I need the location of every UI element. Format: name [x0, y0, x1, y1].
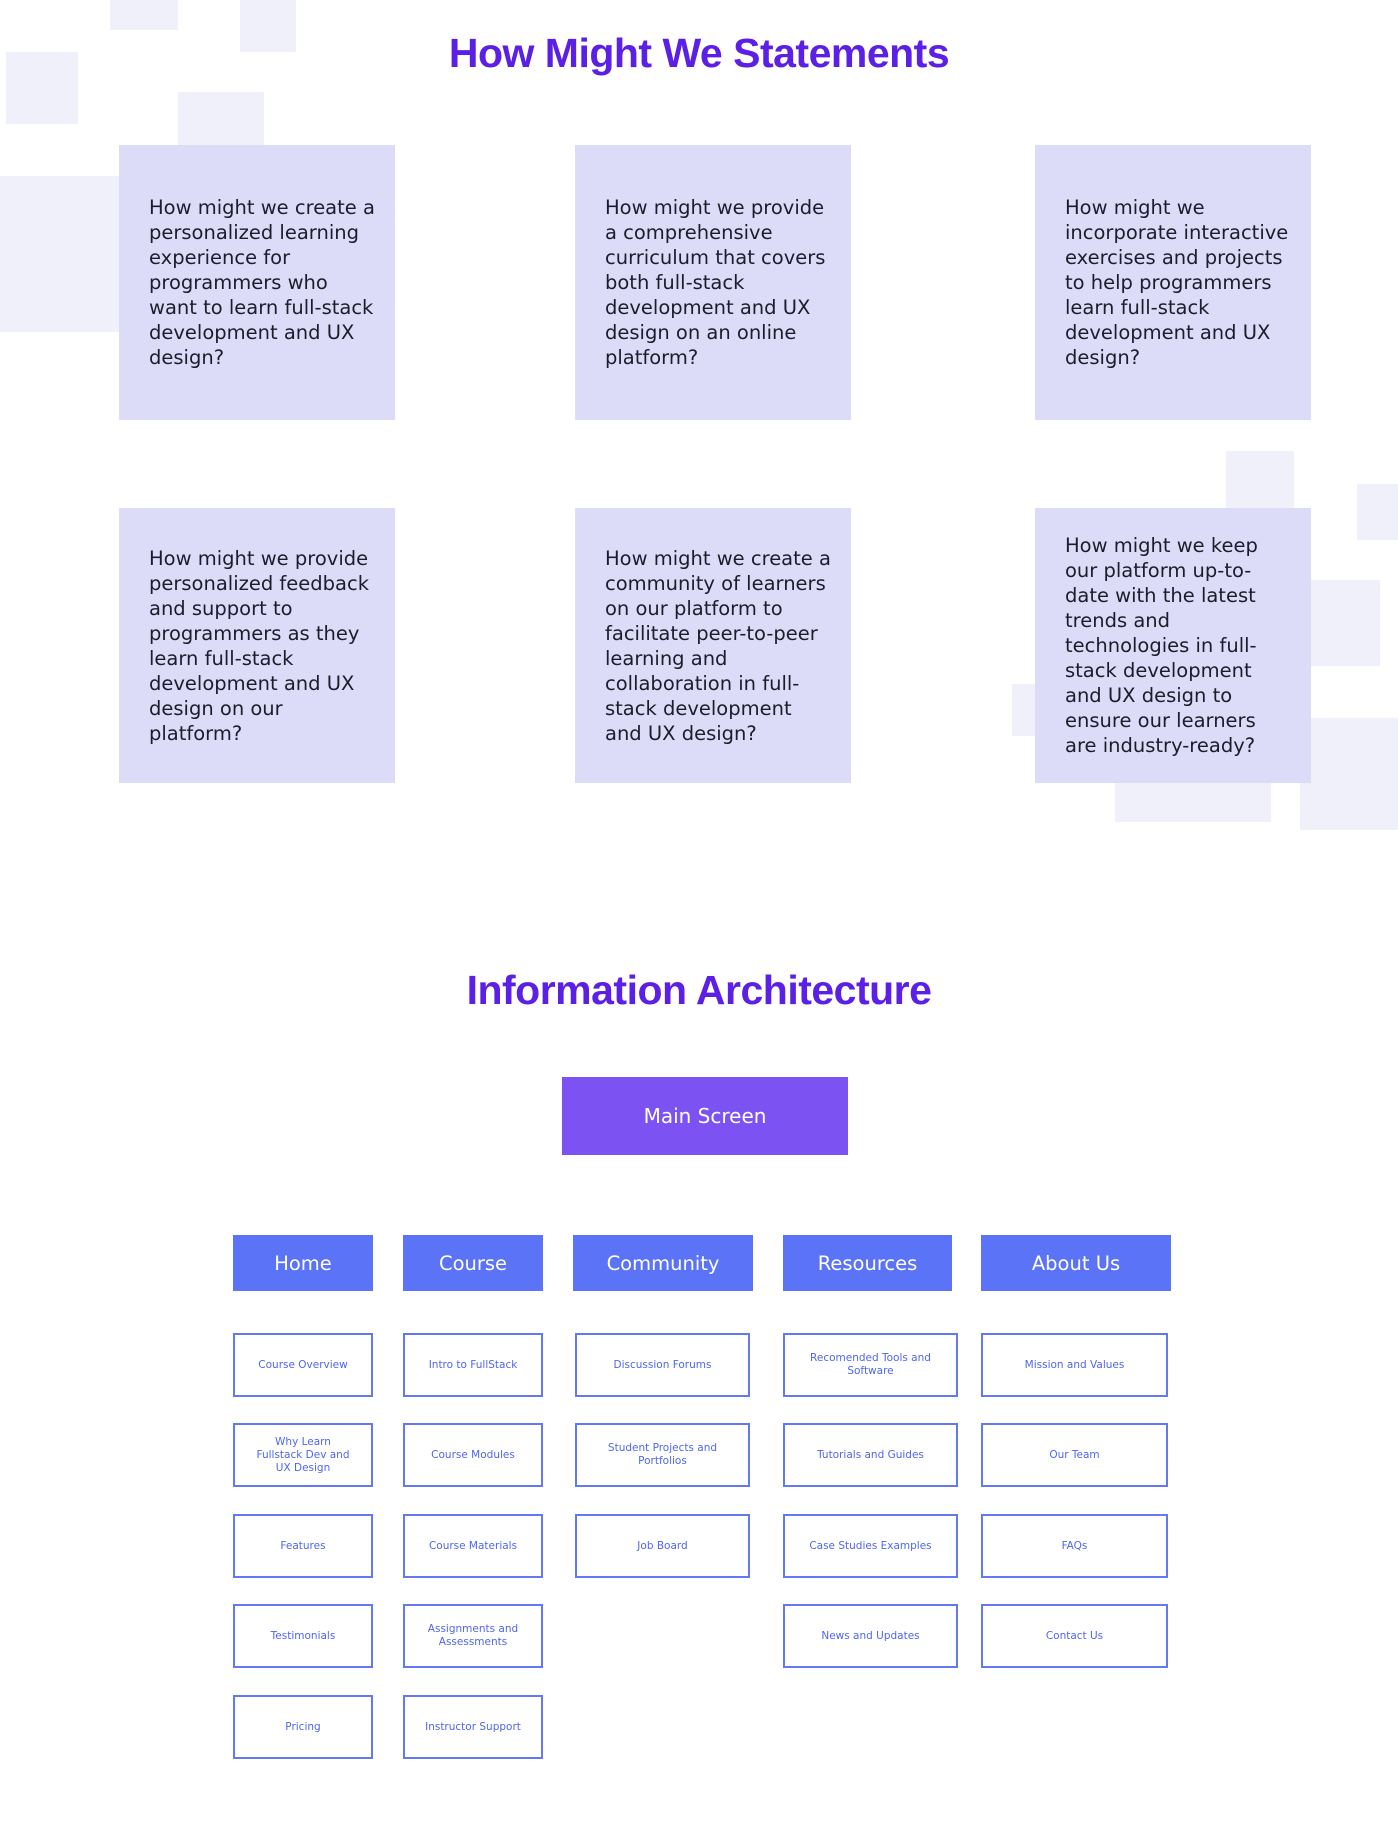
ia-subnode-label: Assignments and Assessments — [427, 1623, 519, 1648]
decor-square — [6, 52, 78, 124]
ia-subnode[interactable]: Course Modules — [403, 1423, 543, 1487]
ia-subnode-label: Features — [280, 1539, 326, 1552]
ia-subnode[interactable]: Discussion Forums — [575, 1333, 750, 1397]
ia-subnode-label: Pricing — [285, 1720, 321, 1733]
ia-subnode[interactable]: Course Overview — [233, 1333, 373, 1397]
ia-subnode-label: Why Learn Fullstack Dev and UX Design — [256, 1435, 350, 1474]
decor-square — [110, 0, 178, 30]
ia-subnode-label: Our Team — [1049, 1448, 1100, 1461]
decor-square — [1300, 580, 1380, 666]
ia-subnode[interactable]: Assignments and Assessments — [403, 1604, 543, 1668]
ia-subnode[interactable]: Our Team — [981, 1423, 1168, 1487]
ia-subnode[interactable]: Job Board — [575, 1514, 750, 1578]
ia-subnode-label: Mission and Values — [1024, 1358, 1125, 1371]
hmw-card: How might we create a personalized learn… — [119, 145, 395, 420]
ia-subnode-label: Tutorials and Guides — [817, 1448, 924, 1461]
ia-node-community[interactable]: Community — [573, 1235, 753, 1291]
main-screen-node[interactable]: Main Screen — [562, 1077, 848, 1155]
ia-subnode-label: Contact Us — [1045, 1629, 1104, 1642]
hmw-card: How might we incorporate interactive exe… — [1035, 145, 1311, 420]
hmw-card: How might we create a community of learn… — [575, 508, 851, 783]
ia-subnode-label: Student Projects and Portfolios — [607, 1442, 718, 1467]
hmw-statement: How might we provide a comprehensive cur… — [605, 196, 826, 369]
decor-square — [0, 176, 122, 332]
ia-subnode[interactable]: Intro to FullStack — [403, 1333, 543, 1397]
hmw-section-title: How Might We Statements — [448, 30, 950, 76]
ia-subnode-label: Course Overview — [258, 1358, 348, 1371]
ia-subnode-label: Instructor Support — [425, 1720, 521, 1733]
hmw-statement: How might we create a community of learn… — [605, 546, 831, 745]
ia-subnode-label: Course Materials — [428, 1539, 518, 1552]
hmw-card: How might we provide personalized feedba… — [119, 508, 395, 783]
ia-subnode[interactable]: Recomended Tools and Software — [783, 1333, 958, 1397]
ia-subnode[interactable]: Contact Us — [981, 1604, 1168, 1668]
ia-section-title: Information Architecture — [466, 967, 932, 1013]
ia-node-course[interactable]: Course — [403, 1235, 543, 1291]
ia-subnode[interactable]: Features — [233, 1514, 373, 1578]
hmw-statement: How might we keep our platform up-to-dat… — [1065, 534, 1258, 757]
hmw-card: How might we provide a comprehensive cur… — [575, 145, 851, 420]
ia-subnode-label: Recomended Tools and Software — [810, 1352, 931, 1377]
ia-subnode-label: Course Modules — [431, 1448, 515, 1461]
decor-square — [1357, 484, 1398, 540]
ia-subnode[interactable]: Course Materials — [403, 1514, 543, 1578]
ia-subnode[interactable]: Case Studies Examples — [783, 1514, 958, 1578]
hmw-statement: How might we create a personalized learn… — [149, 196, 375, 369]
ia-subnode[interactable]: News and Updates — [783, 1604, 958, 1668]
decor-square — [1300, 718, 1398, 830]
ia-subnode-label: Intro to FullStack — [428, 1358, 518, 1371]
hmw-statement: How might we incorporate interactive exe… — [1065, 196, 1289, 369]
decor-square — [240, 0, 296, 52]
ia-subnode[interactable]: Pricing — [233, 1695, 373, 1759]
ia-subnode[interactable]: Mission and Values — [981, 1333, 1168, 1397]
ia-subnode-label: News and Updates — [821, 1629, 920, 1642]
ia-subnode-label: FAQs — [1061, 1539, 1088, 1552]
hmw-statement: How might we provide personalized feedba… — [149, 546, 370, 745]
ia-subnode-label: Discussion Forums — [613, 1358, 712, 1371]
ia-subnode[interactable]: Student Projects and Portfolios — [575, 1423, 750, 1487]
ia-subnode-label: Case Studies Examples — [809, 1539, 932, 1552]
ia-subnode-label: Testimonials — [270, 1629, 336, 1642]
ia-node-home[interactable]: Home — [233, 1235, 373, 1291]
ia-subnode[interactable]: Testimonials — [233, 1604, 373, 1668]
ia-node-about-us[interactable]: About Us — [981, 1235, 1171, 1291]
ia-subnode[interactable]: Tutorials and Guides — [783, 1423, 958, 1487]
ia-subnode[interactable]: Why Learn Fullstack Dev and UX Design — [233, 1423, 373, 1487]
decor-square — [1226, 451, 1294, 511]
ia-subnode[interactable]: FAQs — [981, 1514, 1168, 1578]
ia-subnode[interactable]: Instructor Support — [403, 1695, 543, 1759]
hmw-card: How might we keep our platform up-to-dat… — [1035, 508, 1311, 783]
ia-node-resources[interactable]: Resources — [783, 1235, 952, 1291]
decor-square — [178, 92, 264, 148]
ia-subnode-label: Job Board — [637, 1539, 688, 1552]
